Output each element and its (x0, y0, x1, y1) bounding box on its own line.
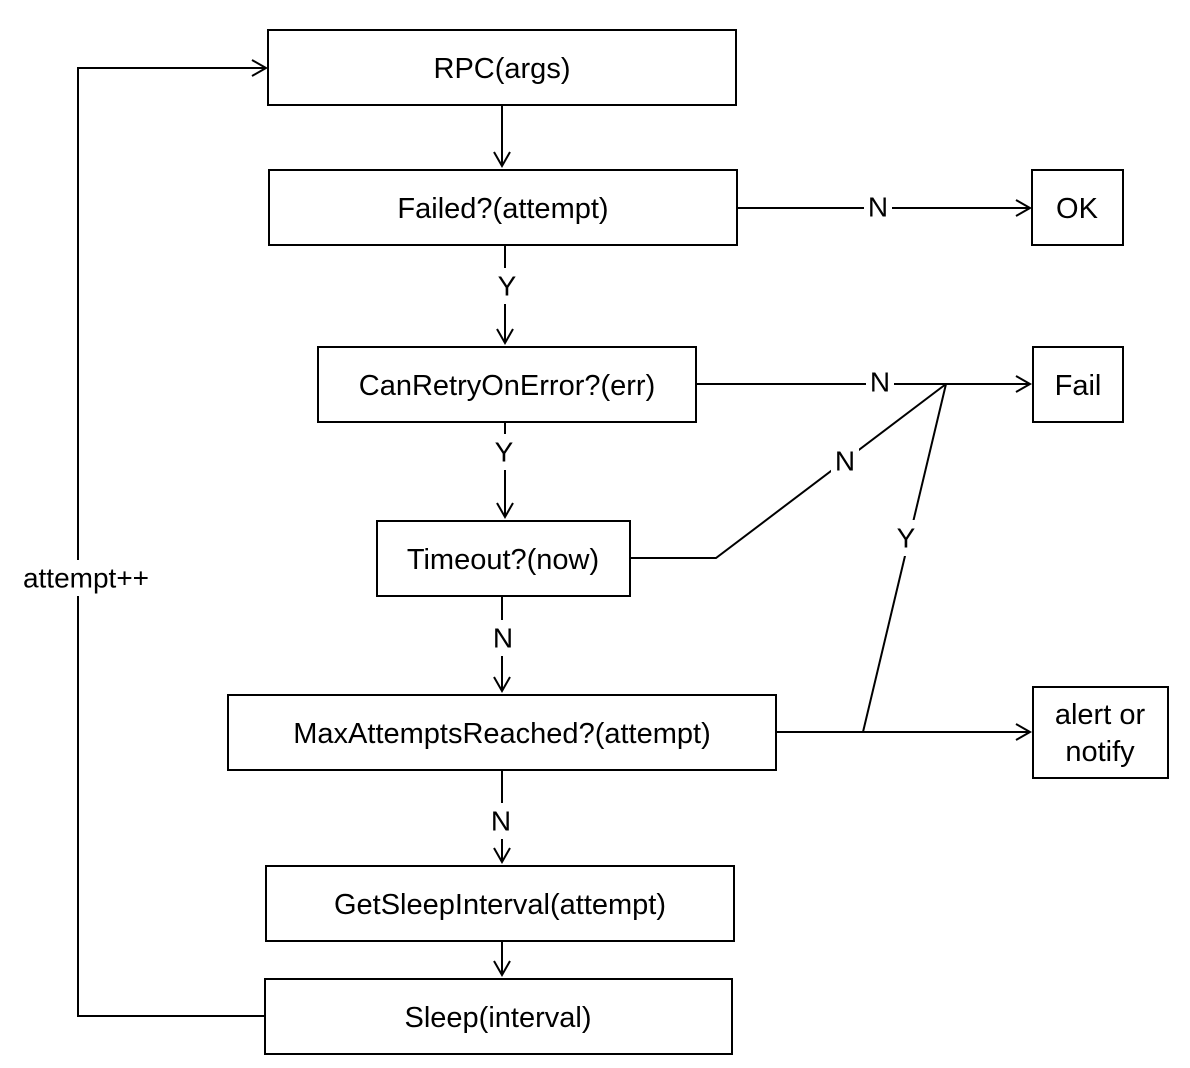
node-sleep-label: Sleep(interval) (405, 1002, 592, 1034)
edge-loop-back (77, 59, 269, 1017)
nodes: RPC(args) Failed?(attempt) OK CanRetryOn… (227, 29, 1169, 1055)
label-max-attempts-to-get-sleep: N (491, 806, 511, 837)
node-alert-label-line-2: notify (1065, 736, 1135, 768)
node-ok-label: OK (1056, 193, 1099, 225)
label-timeout-to-max-attempts: N (493, 623, 513, 654)
edges (77, 59, 1033, 1017)
node-can-retry: CanRetryOnError?(err) (317, 346, 697, 423)
edge-get-sleep-to-sleep (493, 941, 511, 978)
node-alert-label-line-1: alert or (1055, 699, 1146, 731)
node-max-attempts-label: MaxAttemptsReached?(attempt) (293, 718, 710, 750)
node-get-sleep: GetSleepInterval(attempt) (265, 865, 735, 942)
node-sleep: Sleep(interval) (264, 978, 733, 1055)
edge-timeout-to-fail (630, 383, 947, 559)
node-failed: Failed?(attempt) (268, 169, 738, 246)
label-loop-back: attempt++ (23, 563, 149, 594)
label-can-retry-to-timeout: Y (495, 437, 514, 468)
node-ok: OK (1031, 169, 1124, 246)
label-failed-to-ok: N (868, 192, 888, 223)
node-timeout: Timeout?(now) (376, 520, 631, 597)
node-max-attempts: MaxAttemptsReached?(attempt) (227, 694, 777, 771)
label-failed-to-can-retry: Y (498, 271, 517, 302)
edge-max-attempts-to-alert (776, 723, 1033, 741)
node-get-sleep-label: GetSleepInterval(attempt) (334, 889, 666, 921)
node-timeout-label: Timeout?(now) (407, 544, 599, 576)
node-failed-label: Failed?(attempt) (397, 193, 608, 225)
edge-max-attempts-to-fail (862, 383, 947, 733)
edge-rpc-to-failed (493, 105, 511, 169)
label-max-attempts-to-fail: Y (897, 523, 916, 554)
label-timeout-to-fail: N (835, 446, 855, 477)
node-fail-label: Fail (1055, 370, 1102, 402)
node-alert: alert or notify (1032, 686, 1169, 779)
node-fail: Fail (1032, 346, 1124, 423)
label-can-retry-to-fail: N (870, 367, 890, 398)
edge-can-retry-to-fail (696, 375, 1033, 393)
edge-labels: N Y N Y N N Y N attempt++ (12, 190, 920, 839)
node-can-retry-label: CanRetryOnError?(err) (359, 370, 656, 402)
node-rpc-label: RPC(args) (434, 53, 571, 85)
node-rpc: RPC(args) (267, 29, 737, 106)
